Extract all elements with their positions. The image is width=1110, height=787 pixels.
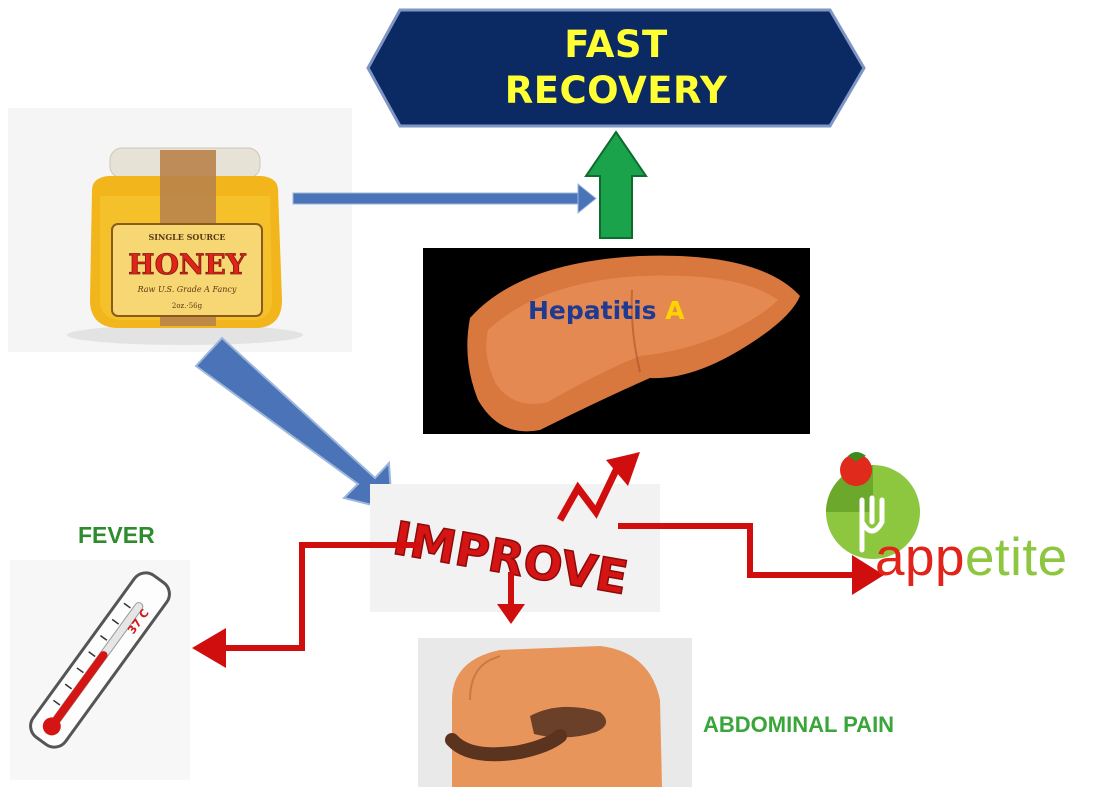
honey-label-weight: 2oz.·56g [172,302,203,310]
hepatitis-label: Hepatitis A [528,296,685,325]
appetite-text: appetite [875,527,1068,588]
honey-label-top: SINGLE SOURCE [148,232,225,242]
banner-line-1: FAST [564,22,668,68]
recovery-banner-text: FAST RECOVERY [368,8,864,128]
improve-graphic: IMPROVE [370,452,660,612]
blue-arrow-to-improve [196,338,392,510]
appetite-text-part1: app [875,528,965,587]
banner-line-2: RECOVERY [505,68,728,114]
hepatitis-letter: A [665,296,684,325]
green-up-arrow [586,132,646,238]
honey-jar-image: SINGLE SOURCE HONEY Raw U.S. Grade A Fan… [8,108,352,352]
appetite-text-part2: etite [965,528,1068,587]
abdominal-pain-label: ABDOMINAL PAIN [703,712,894,738]
hepatitis-word: Hepatitis [528,296,657,325]
abdominal-pain-image [418,638,692,787]
honey-label-sub: Raw U.S. Grade A Fancy [137,285,237,294]
liver-image [423,248,810,434]
thermometer-image: 37 C [10,560,190,780]
fever-label: FEVER [78,522,155,549]
honey-label-main: HONEY [128,248,247,281]
